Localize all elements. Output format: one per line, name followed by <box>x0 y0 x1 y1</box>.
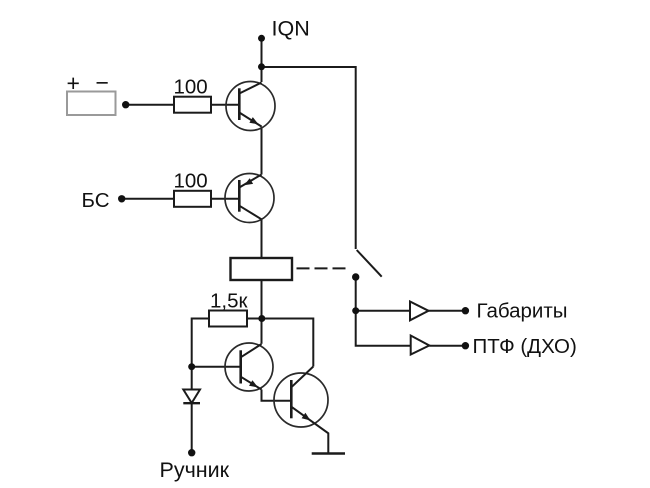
battery-body <box>66 90 117 116</box>
terminal-handbrake-dot <box>188 449 196 457</box>
terminal-fog-drl-dot <box>461 342 470 350</box>
terminal-ign-dot <box>258 34 265 42</box>
resistor-r1: 100 <box>173 76 212 114</box>
transistor-q3-collector <box>240 343 263 359</box>
driver-triangle-fog-drl <box>409 333 432 357</box>
transistor-q4-emitter <box>290 405 330 454</box>
junction-dot <box>258 315 266 322</box>
relay-coil <box>229 256 294 282</box>
resistor-r3-value: 1,5к <box>210 290 248 313</box>
transistor-q2-pnp <box>224 172 275 224</box>
transistor-q4-emitter-arrow <box>301 412 311 421</box>
transistor-q1-emitter <box>238 111 263 128</box>
label-parking-lights: Габариты <box>477 300 568 323</box>
resistor-r3-body <box>208 309 248 328</box>
transistor-q3-npn <box>224 342 274 392</box>
terminal-battery-dot <box>122 101 130 109</box>
diode-d1-triangle <box>181 388 202 405</box>
wire-r3-right-to-q4-collector <box>247 317 315 367</box>
wires <box>121 38 465 453</box>
battery-symbol: + − <box>66 70 117 116</box>
transistor-q1-npn <box>225 80 276 132</box>
resistor-r2-value: 100 <box>174 170 208 193</box>
transistor-q1-emitter-arrow <box>249 117 259 125</box>
wire-q3-emitter-to-q4-base <box>260 389 292 402</box>
transistor-q4-npn <box>273 365 330 454</box>
junction-dot <box>352 307 360 315</box>
terminal-parking-lights-dot <box>461 307 470 315</box>
diode-d1 <box>181 388 202 405</box>
resistor-r1-value: 100 <box>174 76 208 99</box>
transistor-q3-emitter-arrow <box>249 380 258 388</box>
junction-dots <box>118 34 470 457</box>
battery-plus-label: + <box>67 70 80 96</box>
transistor-q3-body <box>224 342 274 392</box>
wire-r3-left-to-diode <box>190 317 209 390</box>
battery-minus-label: − <box>96 70 109 96</box>
label-ign: IQN <box>272 17 310 41</box>
label-fog-drl: ПТФ (ДХО) <box>473 335 577 358</box>
label-handbrake: Ручник <box>160 458 230 482</box>
transistor-q2-body <box>224 172 275 224</box>
junction-dot <box>258 63 265 71</box>
wire-top-branch <box>261 66 357 249</box>
transistor-q1-body <box>225 80 276 132</box>
transistor-q2-collector <box>238 204 263 221</box>
switch-contact-dot <box>352 273 360 281</box>
label-bs: БС <box>82 189 110 212</box>
terminal-bs-dot <box>118 195 126 203</box>
resistor-r2: 100 <box>173 170 212 208</box>
junction-dot <box>188 363 196 371</box>
resistor-r2-body <box>173 189 212 208</box>
transistor-q4-body <box>273 372 329 428</box>
transistor-q1-collector <box>238 81 262 95</box>
driver-triangle-parking-lights <box>409 299 431 322</box>
transistor-q2-emitter-arrow <box>244 178 254 186</box>
resistor-r3: 1,5к <box>208 290 248 328</box>
resistor-r1-body <box>173 95 212 114</box>
switch-blade <box>355 249 383 278</box>
wire-switch-to-outputs <box>354 277 411 347</box>
transistor-q4-collector <box>290 365 314 389</box>
